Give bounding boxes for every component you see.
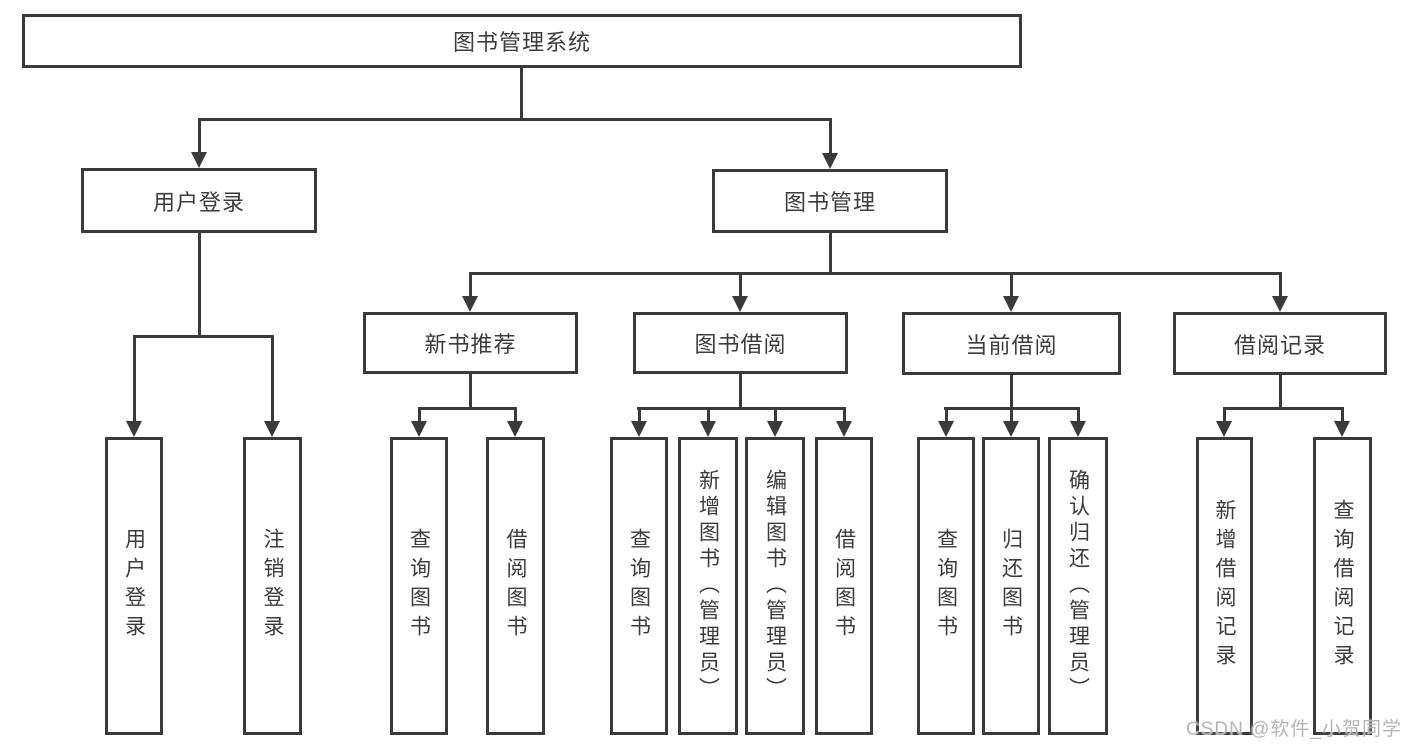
connector-arrow-g2-query-books xyxy=(631,407,647,437)
connector-arrow-to-current-borrow xyxy=(1003,272,1019,312)
connector-bar-new-book-recommend xyxy=(418,407,517,410)
leaf-user-login-label: 用户登录 xyxy=(122,528,146,644)
leaf-g2-add-books-admin: 新增图书（管理员） xyxy=(678,437,738,735)
connector-arrow-g3-return-books xyxy=(1003,407,1019,437)
leaf-g4-query-borrow-record-label: 查询借阅记录 xyxy=(1331,499,1354,673)
connector-stem-user-login xyxy=(197,233,201,337)
node-book-borrow: 图书借阅 xyxy=(633,312,848,374)
connector-arrow-to-leaf-user-login xyxy=(126,335,142,437)
connector-arrow-g3-query-books xyxy=(938,407,954,437)
leaf-g3-return-books-label: 归还图书 xyxy=(999,528,1023,644)
leaf-g1-borrow-books: 借阅图书 xyxy=(486,437,545,735)
leaf-logout: 注销登录 xyxy=(243,437,302,735)
connector-bar-book-borrow xyxy=(637,407,846,410)
node-book-management: 图书管理 xyxy=(712,169,948,233)
leaf-g4-add-borrow-record-label: 新增借阅记录 xyxy=(1213,499,1236,673)
leaf-g2-query-books-label: 查询图书 xyxy=(627,528,651,644)
connector-bar-borrow-records xyxy=(1223,407,1344,410)
connector-arrow-g2-borrow-books xyxy=(836,407,852,437)
leaf-g2-borrow-books-label: 借阅图书 xyxy=(832,528,856,644)
leaf-g2-add-books-admin-label: 新增图书（管理员） xyxy=(696,469,720,703)
connector-arrow-to-book-borrow xyxy=(732,272,748,312)
node-user-login: 用户登录 xyxy=(81,168,317,233)
node-borrow-records: 借阅记录 xyxy=(1173,312,1387,375)
connector-arrow-g2-add-books xyxy=(700,407,716,437)
leaf-g2-query-books: 查询图书 xyxy=(610,437,668,735)
leaf-g4-add-borrow-record: 新增借阅记录 xyxy=(1196,437,1253,735)
connector-bar-user-login xyxy=(133,335,274,338)
connector-arrow-g2-edit-books xyxy=(767,407,783,437)
connector-arrow-g4-add-record xyxy=(1216,407,1232,437)
connector-stem-book-management xyxy=(828,233,832,275)
connector-arrow-to-user-login xyxy=(191,118,207,168)
connector-arrow-g3-confirm-return xyxy=(1070,407,1086,437)
leaf-user-login: 用户登录 xyxy=(105,437,163,735)
connector-bar-book-management xyxy=(469,272,1282,275)
leaf-g3-query-books: 查询图书 xyxy=(917,437,975,735)
connector-arrow-to-borrow-records xyxy=(1272,272,1288,312)
connector-arrow-to-leaf-logout xyxy=(264,335,280,437)
leaf-g1-query-books-label: 查询图书 xyxy=(407,528,431,644)
leaf-g3-return-books: 归还图书 xyxy=(982,437,1040,735)
connector-bar-root xyxy=(198,118,831,121)
connector-stem-root xyxy=(519,68,523,120)
leaf-g2-borrow-books: 借阅图书 xyxy=(815,437,873,735)
connector-stem-current-borrow xyxy=(1009,375,1013,410)
leaf-logout-label: 注销登录 xyxy=(261,528,284,644)
leaf-g3-confirm-return-admin: 确认归还（管理员） xyxy=(1048,437,1108,735)
node-new-book-recommend: 新书推荐 xyxy=(363,312,578,374)
connector-stem-book-borrow xyxy=(738,374,742,410)
leaf-g2-edit-books-admin-label: 编辑图书（管理员） xyxy=(763,469,787,703)
csdn-watermark: CSDN @软件_小贺同学 xyxy=(1186,719,1402,740)
leaf-g1-query-books: 查询图书 xyxy=(390,437,448,735)
leaf-g4-query-borrow-record: 查询借阅记录 xyxy=(1313,437,1372,735)
connector-arrow-g4-query-record xyxy=(1334,407,1350,437)
connector-arrow-g1-query-books xyxy=(411,407,427,437)
connector-arrow-to-new-book-recommend xyxy=(462,272,478,312)
node-root: 图书管理系统 xyxy=(22,14,1022,68)
connector-arrow-to-book-management xyxy=(822,118,838,169)
connector-arrow-g1-borrow-books xyxy=(507,407,523,437)
leaf-g2-edit-books-admin: 编辑图书（管理员） xyxy=(745,437,805,735)
connector-stem-new-book-recommend xyxy=(468,374,472,410)
connector-stem-borrow-records xyxy=(1278,375,1282,410)
leaf-g1-borrow-books-label: 借阅图书 xyxy=(504,528,527,644)
leaf-g3-query-books-label: 查询图书 xyxy=(934,528,958,644)
leaf-g3-confirm-return-admin-label: 确认归还（管理员） xyxy=(1066,469,1090,703)
node-current-borrow: 当前借阅 xyxy=(902,312,1121,375)
